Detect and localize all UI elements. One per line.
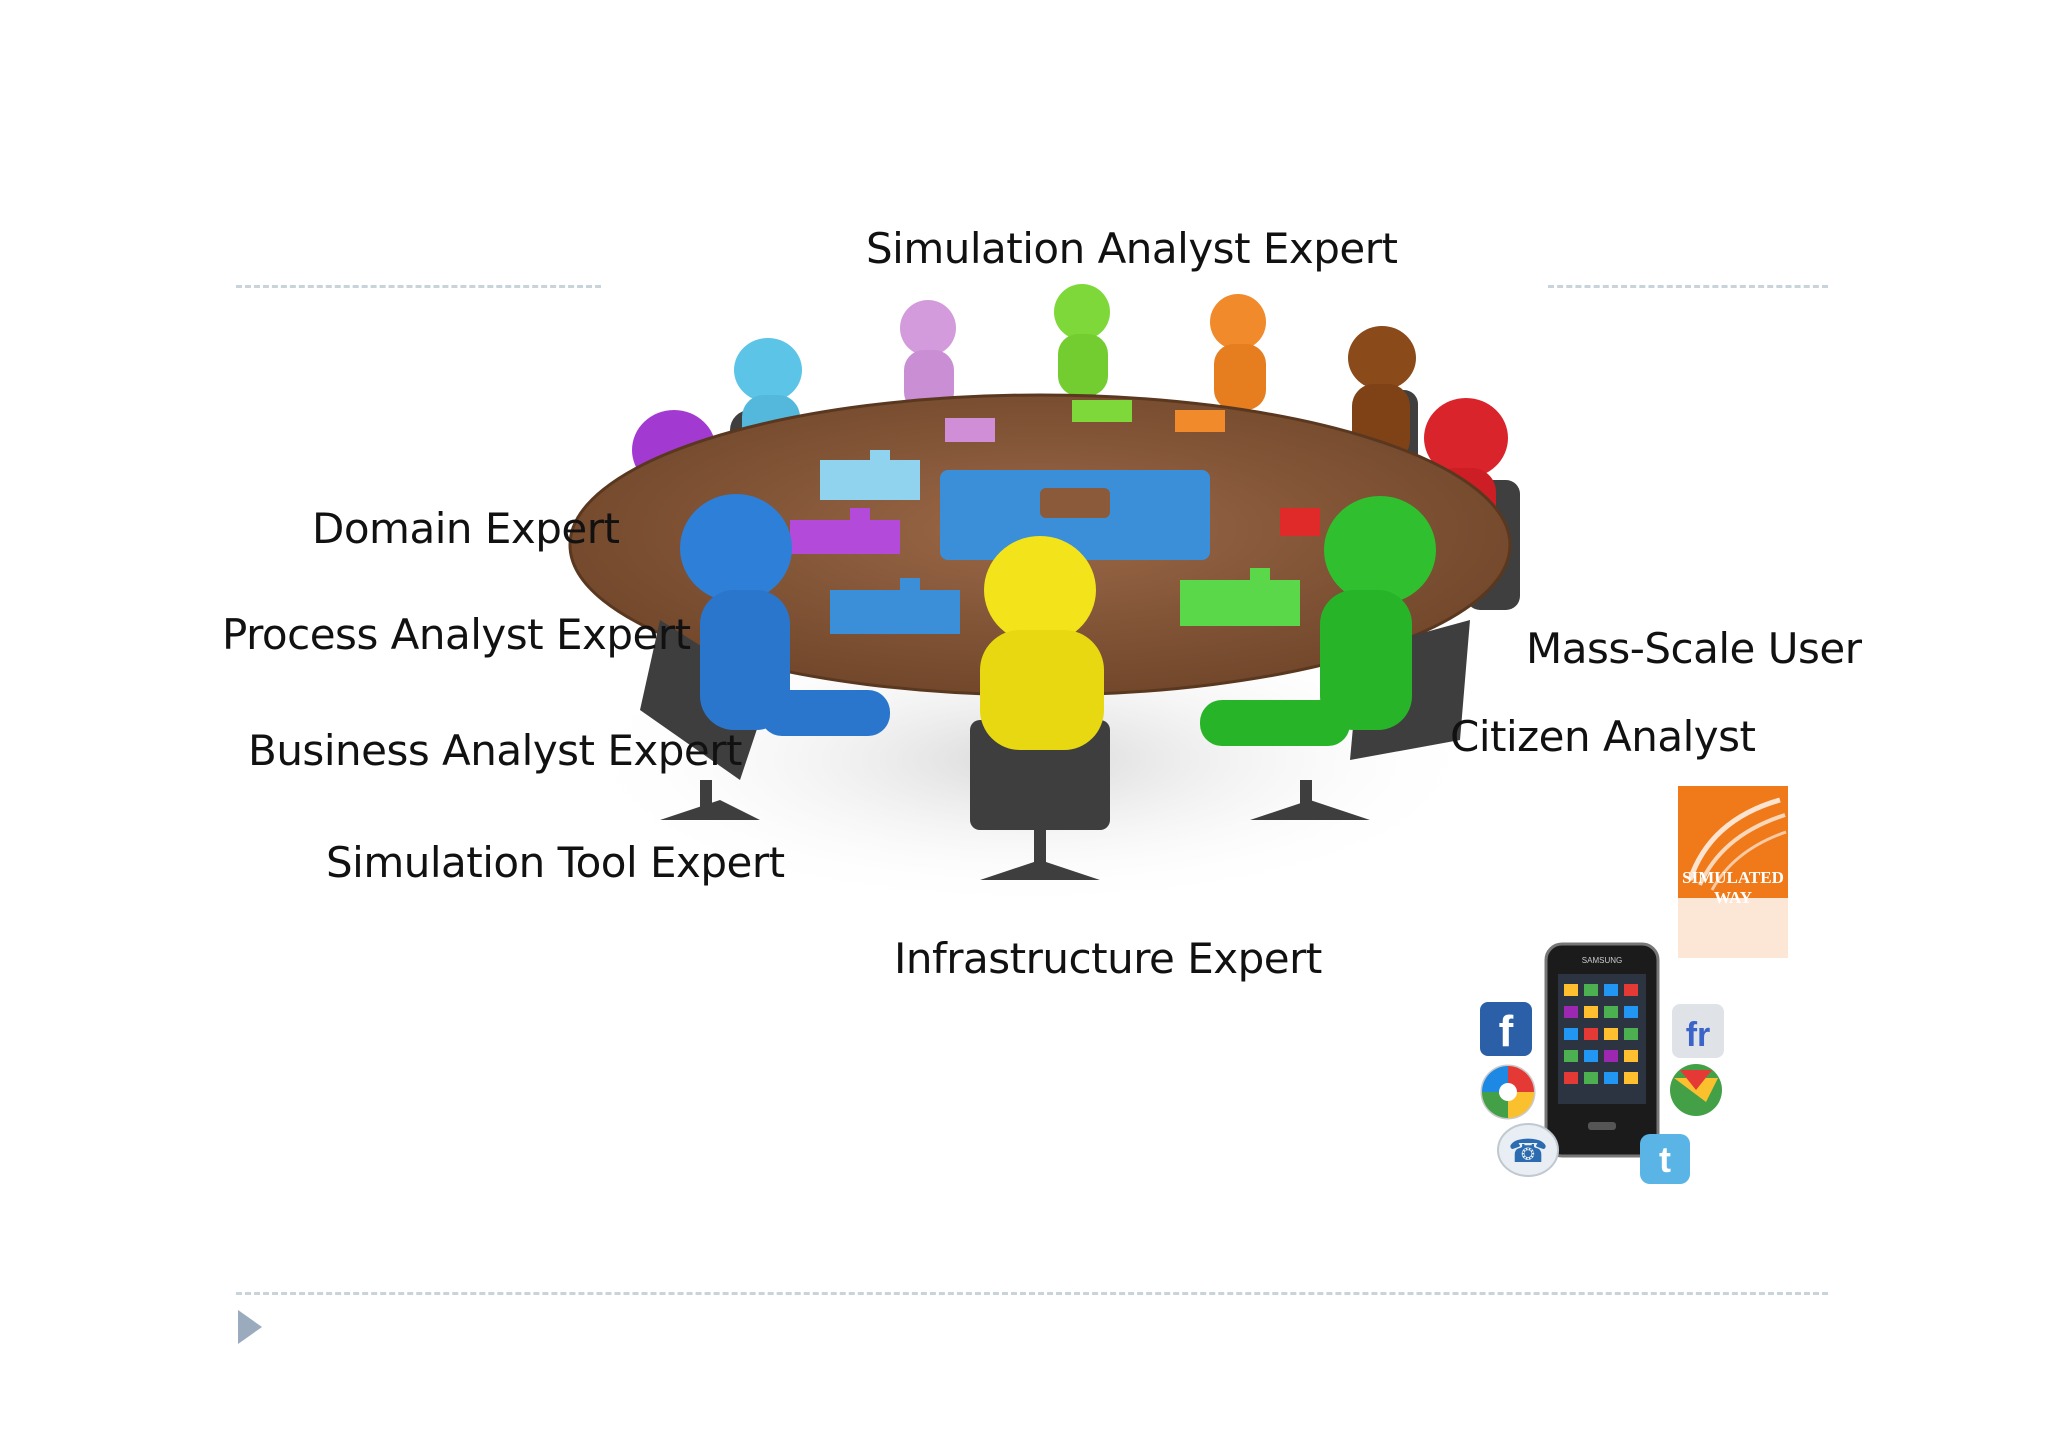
figure-yellow: [980, 536, 1104, 750]
svg-text:fr: fr: [1686, 1016, 1711, 1054]
label-simulation-analyst-expert: Simulation Analyst Expert: [866, 224, 1398, 273]
phone-call-icon: ☎: [1497, 1123, 1559, 1177]
puzzle-green: [1180, 568, 1300, 626]
top-rule-left: [236, 285, 601, 288]
figure-green: [1200, 496, 1436, 746]
label-mass-scale-user: Mass-Scale User: [1526, 624, 1862, 673]
puzzle-purple: [790, 508, 900, 554]
flickr-icon: fr: [1672, 1004, 1724, 1058]
svg-text:☎: ☎: [1508, 1132, 1548, 1170]
bullet-arrow-icon: [238, 1310, 262, 1344]
facebook-icon: f: [1480, 1002, 1532, 1056]
top-rule-right: [1548, 285, 1828, 288]
smartphone: [1544, 942, 1660, 1158]
figure-lime: [1054, 284, 1110, 396]
figure-orange: [1210, 294, 1266, 410]
label-infrastructure-expert: Infrastructure Expert: [894, 934, 1322, 983]
label-citizen-analyst: Citizen Analyst: [1450, 712, 1756, 761]
figure-blue: [680, 494, 890, 736]
puzzle-center: [940, 470, 1210, 560]
phone-brand: SAMSUNG: [1581, 956, 1623, 965]
label-process-analyst-expert: Process Analyst Expert: [222, 610, 691, 659]
bottom-rule: [236, 1292, 1828, 1295]
label-simulation-tool-expert: Simulation Tool Expert: [326, 838, 785, 887]
label-business-analyst-expert: Business Analyst Expert: [248, 726, 743, 775]
svg-text:f: f: [1499, 1007, 1514, 1056]
puzzle-lime: [1072, 400, 1132, 422]
picasa-icon: [1480, 1064, 1536, 1120]
puzzle-blue: [830, 578, 960, 634]
twitter-icon: t: [1640, 1134, 1690, 1184]
label-domain-expert: Domain Expert: [312, 504, 620, 553]
puzzle-lilac: [945, 418, 995, 442]
buzz-icon: [1670, 1064, 1722, 1116]
puzzle-orange: [1175, 410, 1225, 432]
puzzle-red: [1280, 508, 1320, 536]
simulated-way-logo: [1678, 786, 1788, 958]
svg-text:t: t: [1659, 1139, 1671, 1180]
figure-lilac: [900, 300, 956, 412]
puzzle-lightblue: [820, 450, 920, 500]
logo-text: SIMULATED WAY: [1682, 868, 1784, 907]
